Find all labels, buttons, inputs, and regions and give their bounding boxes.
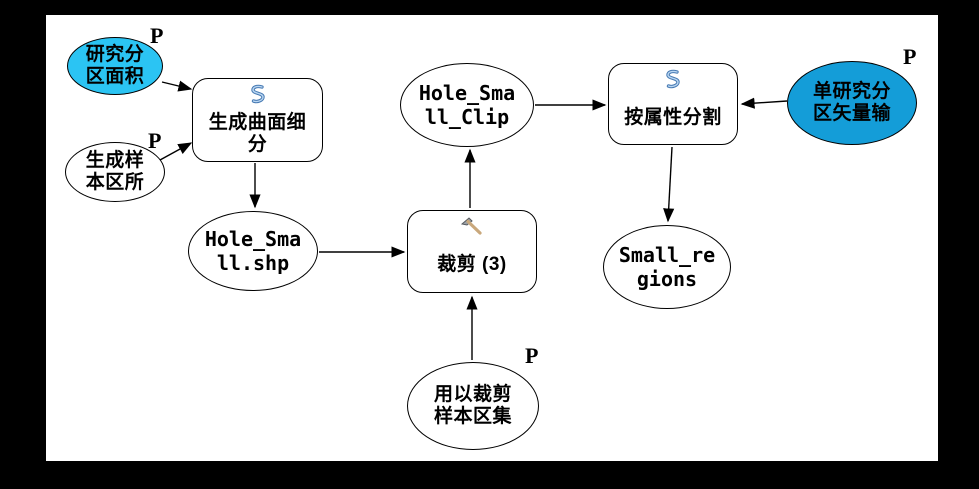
node-clip-tool-label: 裁剪 (3) (437, 254, 507, 275)
node-study-area[interactable]: 研究分 区面积 (67, 37, 163, 95)
param-badge-sample-origin: P (148, 128, 162, 153)
script-icon (248, 84, 268, 106)
param-badge-single-region-vector: P (903, 44, 917, 69)
edge-sample-origin-to-tessellate (159, 142, 193, 161)
node-hole-small-shp-label: Hole_Sma ll.shp (204, 227, 302, 275)
hammer-icon (459, 216, 485, 238)
node-hole-small-shp[interactable]: Hole_Sma ll.shp (188, 211, 318, 291)
edge-single-region-to-split (740, 97, 788, 109)
node-clip-tool[interactable]: 裁剪 (3) (407, 210, 537, 293)
node-single-region-vector-label: 单研究分 区矢量输 (812, 81, 891, 124)
node-sample-origin-label: 生成样 本区所 (85, 150, 145, 193)
edge-split-to-small-regions (663, 146, 675, 223)
node-tessellate-tool[interactable]: 生成曲面细 分 (192, 78, 323, 162)
edge-study-area-to-tessellate (161, 80, 193, 92)
node-single-region-vector[interactable]: 单研究分 区矢量输 (787, 61, 917, 145)
node-clip-sample-set-label: 用以裁剪 样本区集 (433, 384, 512, 427)
script-icon (663, 69, 683, 91)
node-small-regions[interactable]: Small_re gions (603, 225, 731, 309)
param-badge-study-area: P (150, 23, 164, 48)
node-sample-origin[interactable]: 生成样 本区所 (65, 142, 165, 202)
model-canvas: 研究分 区面积 P 生成样 本区所 P 生成曲面细 分 Hole_Sma ll.… (46, 15, 938, 461)
node-hole-small-clip[interactable]: Hole_Sma ll_Clip (400, 63, 534, 147)
node-clip-sample-set[interactable]: 用以裁剪 样本区集 (407, 362, 539, 450)
node-split-by-attributes-tool[interactable]: 按属性分割 (608, 63, 738, 145)
node-split-by-attributes-label: 按属性分割 (624, 106, 722, 128)
param-badge-clip-sample-set: P (525, 343, 539, 368)
node-hole-small-clip-label: Hole_Sma ll_Clip (418, 81, 516, 129)
node-small-regions-label: Small_re gions (618, 243, 716, 291)
node-study-area-label: 研究分 区面积 (85, 44, 145, 87)
node-tessellate-tool-label: 生成曲面细 分 (208, 111, 307, 155)
